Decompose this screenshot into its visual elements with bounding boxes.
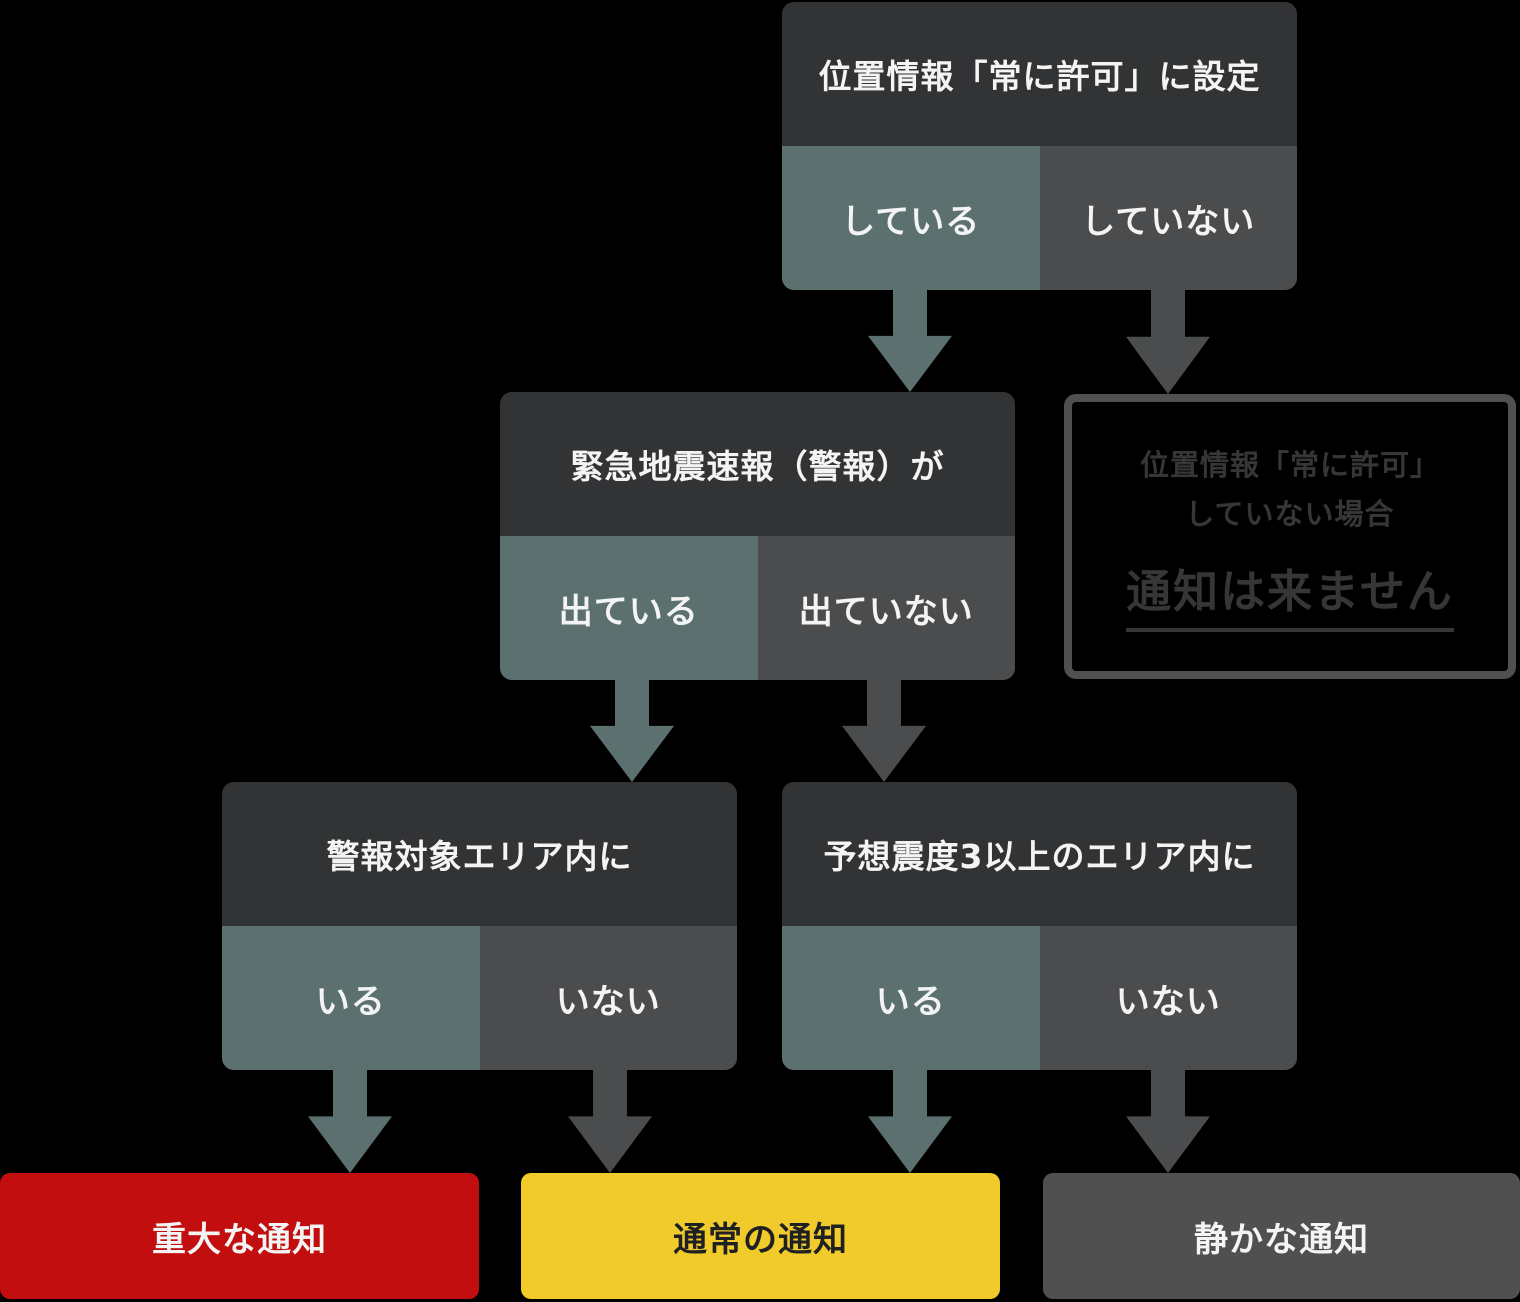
note-line-2: していない場合 (1185, 497, 1395, 531)
options-intensity-area: いる いない (782, 926, 1297, 1070)
arrow-q2-no (842, 680, 926, 782)
decision-node-warning-area: 警報対象エリア内に いる いない (222, 782, 737, 1070)
arrow-q4-no (1126, 1070, 1210, 1173)
option-yes-eew-warning: 出ている (500, 536, 758, 680)
decision-node-intensity-area: 予想震度3以上のエリア内に いる いない (782, 782, 1297, 1070)
option-yes-intensity-area: いる (782, 926, 1040, 1070)
result-quiet-notification: 静かな通知 (1043, 1173, 1520, 1299)
option-yes-location-permission: している (782, 146, 1040, 290)
option-no-location-permission: していない (1039, 146, 1297, 290)
note-box-no-notification: 位置情報「常に許可」 していない場合 通知は来ません (1064, 394, 1516, 679)
result-critical-notification: 重大な通知 (0, 1173, 479, 1299)
option-yes-warning-area: いる (222, 926, 480, 1070)
option-no-warning-area: いない (479, 926, 737, 1070)
arrow-q1-yes (868, 290, 952, 392)
question-intensity-area: 予想震度3以上のエリア内に (782, 782, 1297, 926)
options-location-permission: している していない (782, 146, 1297, 290)
arrow-q3-yes (308, 1070, 392, 1173)
question-warning-area: 警報対象エリア内に (222, 782, 737, 926)
note-line-1: 位置情報「常に許可」 (1139, 447, 1440, 482)
option-no-eew-warning: 出ていない (757, 536, 1015, 680)
options-warning-area: いる いない (222, 926, 737, 1070)
arrow-q1-no (1126, 290, 1210, 394)
options-eew-warning: 出ている 出ていない (500, 536, 1015, 680)
note-emphasis: 通知は来ません (1126, 555, 1454, 633)
decision-node-location-permission: 位置情報「常に許可」に設定 している していない (782, 2, 1297, 290)
arrow-q3-no (568, 1070, 652, 1173)
question-eew-warning: 緊急地震速報（警報）が (500, 392, 1015, 536)
result-quiet-label: 静かな通知 (1194, 1219, 1369, 1260)
result-critical-label: 重大な通知 (152, 1219, 327, 1260)
result-normal-label: 通常の通知 (673, 1219, 848, 1260)
arrow-q2-yes (590, 680, 674, 782)
decision-node-eew-warning: 緊急地震速報（警報）が 出ている 出ていない (500, 392, 1015, 680)
option-no-intensity-area: いない (1039, 926, 1297, 1070)
result-normal-notification: 通常の通知 (521, 1173, 1000, 1299)
question-location-permission: 位置情報「常に許可」に設定 (782, 2, 1297, 146)
arrow-q4-yes (868, 1070, 952, 1173)
